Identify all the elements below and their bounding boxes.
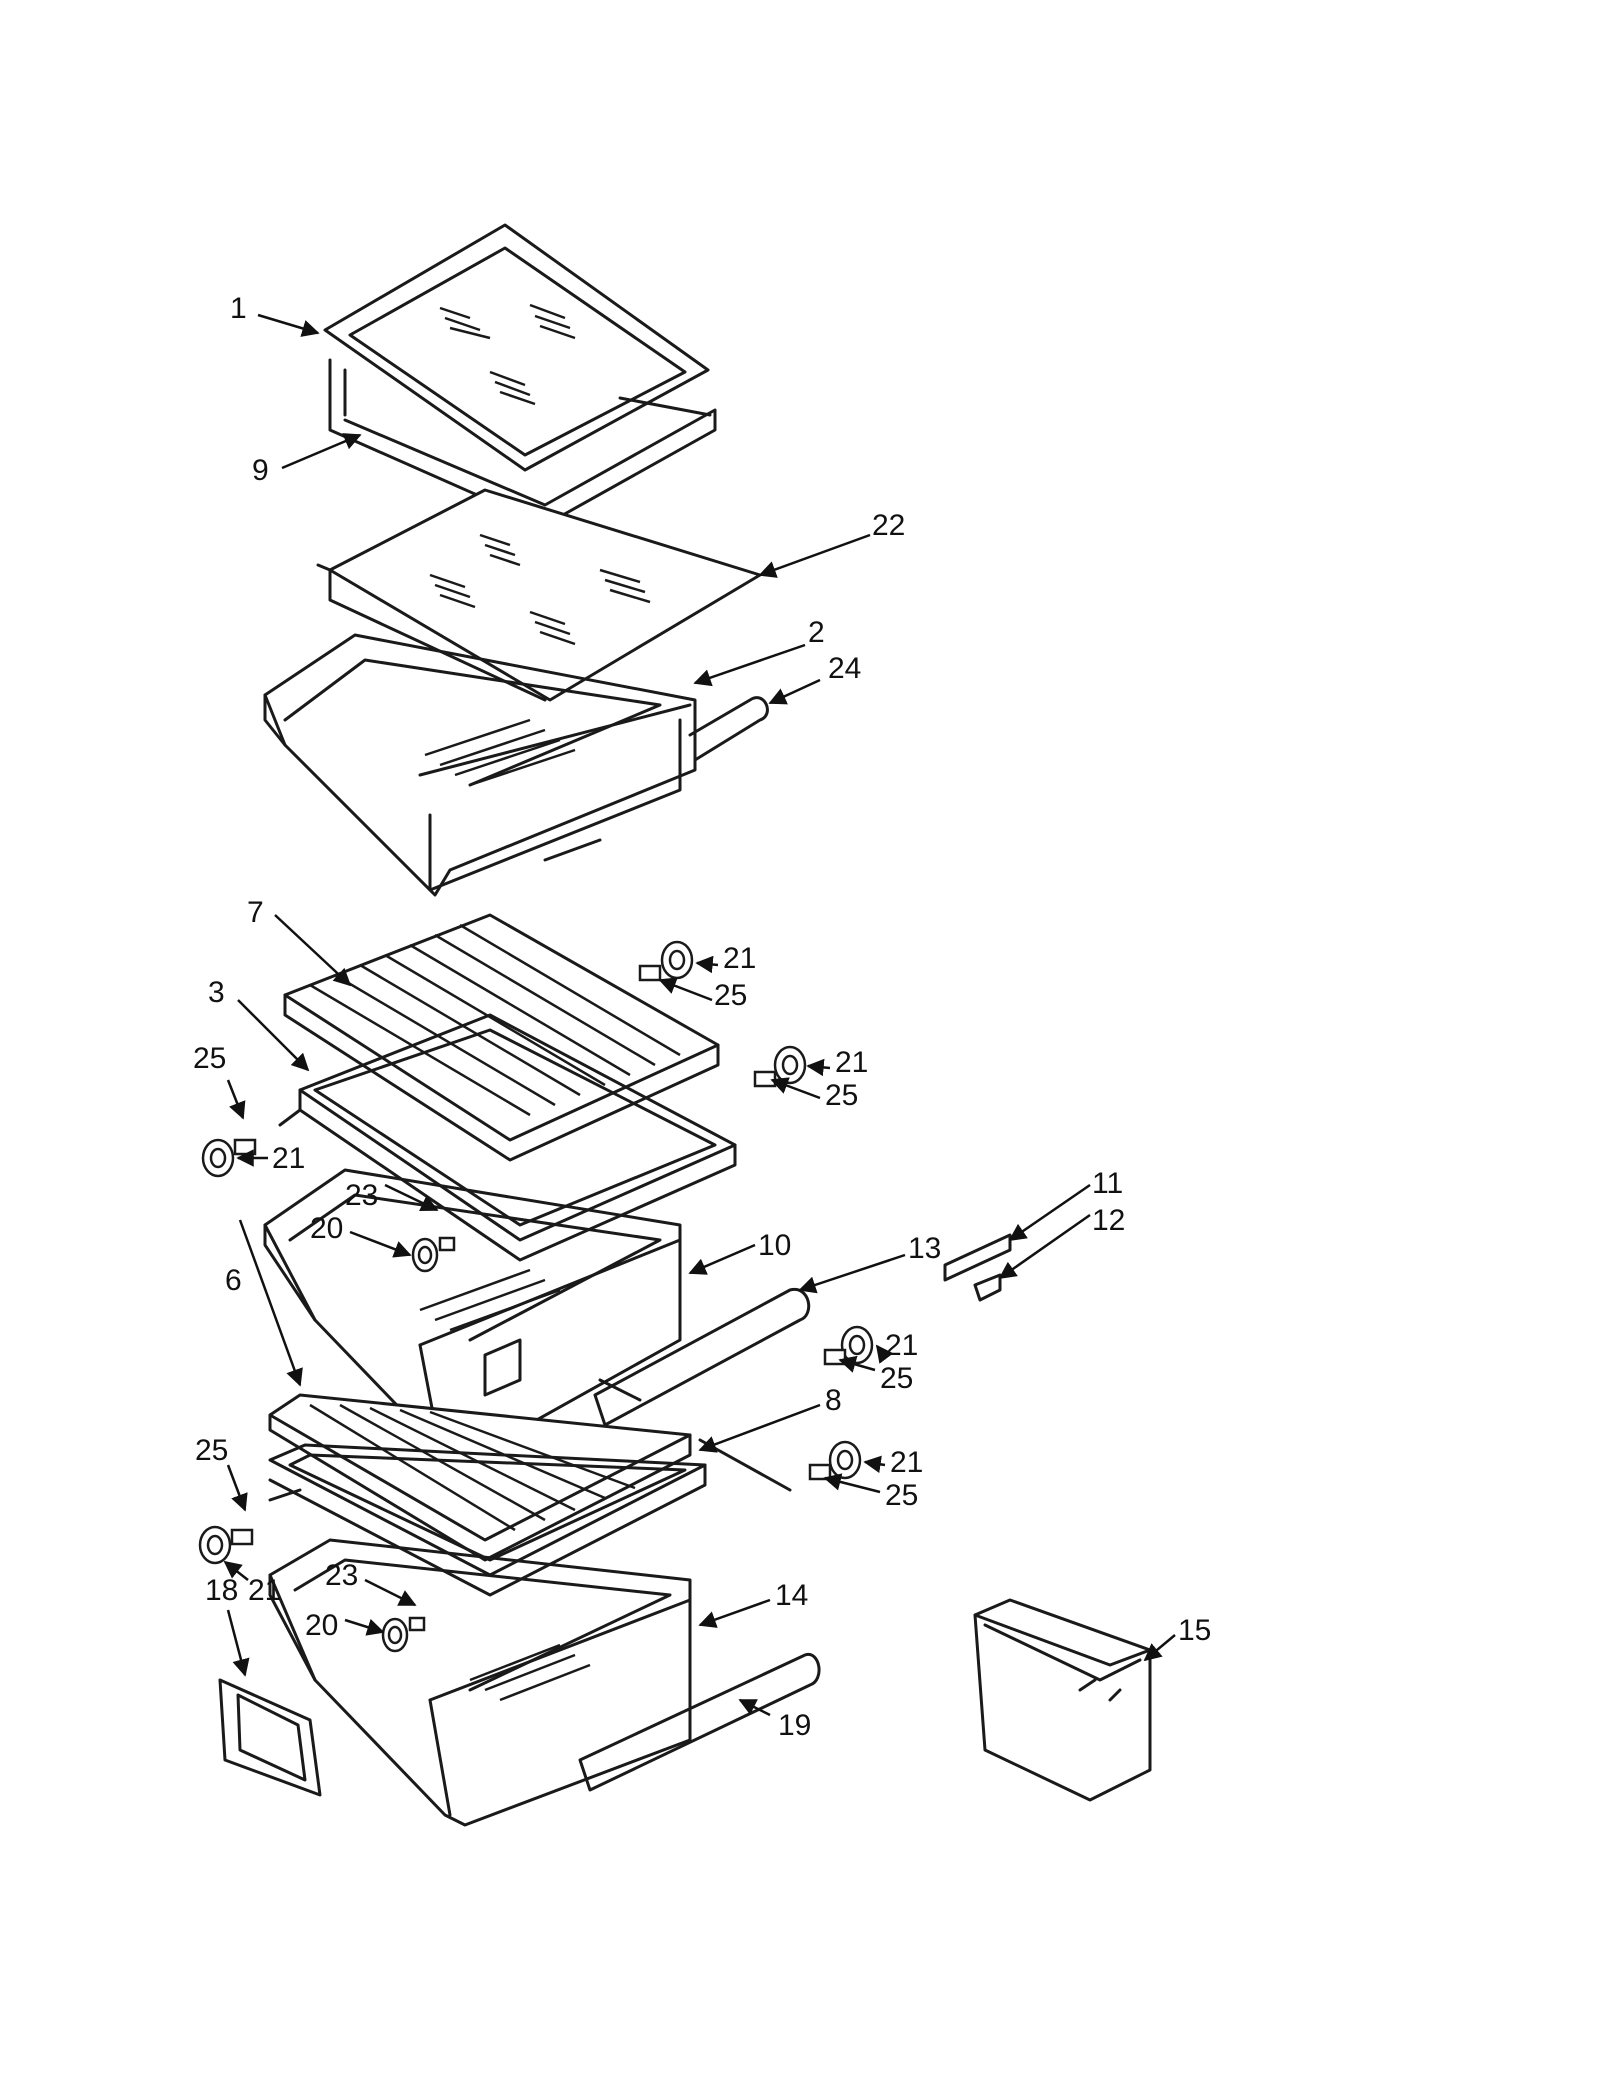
callout-25f: 25 (885, 1479, 918, 1512)
middle-shelf-frame (278, 1013, 737, 1262)
top-glass-shelf (323, 223, 710, 472)
callout-23a: 23 (345, 1179, 378, 1212)
wheel-icon (660, 940, 694, 980)
callout-2: 2 (808, 616, 825, 649)
callout-21e: 21 (890, 1446, 923, 1479)
callout-8: 8 (825, 1384, 842, 1417)
callout-21b: 21 (835, 1046, 868, 1079)
drawer-vent-grille (419, 1268, 561, 1332)
ridged-shelf (283, 913, 720, 1162)
callout-24: 24 (828, 652, 861, 685)
lower-shelf-frame (268, 1443, 707, 1597)
axle-icon (230, 1528, 254, 1546)
upper-drawer-trim (688, 696, 769, 762)
clip-pieces (943, 1233, 1012, 1302)
callout-20a: 20 (310, 1212, 343, 1245)
callout-20b: 20 (305, 1609, 338, 1642)
wheel-icon (773, 1045, 807, 1085)
axle-icon (823, 1348, 847, 1366)
callout-9: 9 (252, 454, 269, 487)
upper-crisper-drawer (263, 633, 697, 897)
wheel-icon (201, 1138, 235, 1178)
callout-22: 22 (872, 509, 905, 542)
callout-3: 3 (208, 976, 225, 1009)
callout-12: 12 (1092, 1204, 1125, 1237)
drawer-label (218, 1678, 322, 1797)
callout-18: 18 (205, 1574, 238, 1607)
drawer-vent-grille (424, 718, 576, 787)
callout-25c: 25 (193, 1042, 226, 1075)
lower-ridged-shelf (268, 1393, 692, 1562)
wheel-icon (411, 1237, 439, 1273)
axle-icon (408, 1616, 426, 1632)
callout-14: 14 (775, 1579, 808, 1612)
axle-icon (808, 1463, 832, 1481)
callout-11: 11 (1092, 1167, 1123, 1200)
callout-25e: 25 (195, 1434, 228, 1467)
glass-reflection-marks (429, 533, 651, 646)
axle-icon (753, 1070, 777, 1088)
glass-reflection-marks (439, 303, 576, 406)
callout-23b: 23 (325, 1559, 358, 1592)
wheel-icon (840, 1325, 874, 1365)
callout-7: 7 (247, 896, 264, 929)
callout-6: 6 (225, 1264, 242, 1297)
wheel-icon (198, 1525, 232, 1565)
drawer-vent-grille (469, 1643, 591, 1702)
axle-icon (438, 1236, 456, 1252)
storage-bin (973, 1598, 1152, 1802)
leader-lines (223, 313, 1176, 1717)
axle-icon (638, 964, 662, 982)
callout-15: 15 (1178, 1614, 1211, 1647)
roller-assemblies (198, 940, 874, 1653)
wheel-icon (381, 1617, 409, 1653)
callout-1: 1 (230, 292, 247, 325)
lower-drawer-trim (578, 1653, 821, 1792)
callout-10: 10 (758, 1229, 791, 1262)
callout-19: 19 (778, 1709, 811, 1742)
callout-21d: 21 (885, 1329, 918, 1362)
glass-shelf (316, 488, 762, 702)
callout-25d: 25 (880, 1362, 913, 1395)
callout-25a: 25 (714, 979, 747, 1012)
shelf-frame (328, 358, 717, 527)
shelf-ridges (309, 923, 681, 1117)
callout-25b: 25 (825, 1079, 858, 1112)
axle-icon (233, 1138, 257, 1156)
wheel-icon (828, 1440, 862, 1480)
lower-crisper-drawer (268, 1538, 692, 1827)
callout-labels: 1 9 22 2 24 7 21 25 3 21 25 25 21 23 20 … (193, 292, 1211, 1742)
callout-13: 13 (908, 1232, 941, 1265)
shelf-ridges (309, 1403, 636, 1532)
middle-crisper-drawer (263, 1168, 682, 1462)
callout-21a: 21 (723, 942, 756, 975)
callout-21f: 21 (248, 1574, 281, 1607)
callout-21c: 21 (272, 1142, 305, 1175)
